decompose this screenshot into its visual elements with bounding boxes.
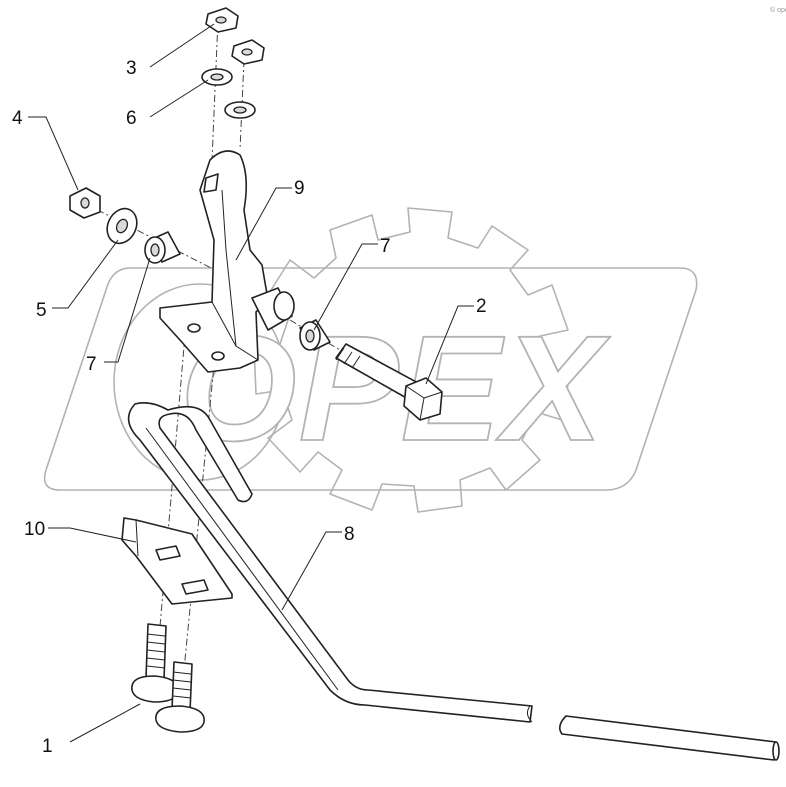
bracket-body: [159, 150, 269, 373]
center-line-right-bolt: [181, 354, 216, 691]
carriage-bolt-right-head: [155, 705, 205, 733]
carriage-bolt-right-shank: [171, 661, 193, 713]
part-8-rod: [127, 402, 780, 761]
center-line-nut-4: [83, 202, 216, 271]
plate-slot-lower: [181, 579, 209, 595]
part-1-carriage-bolts: [131, 623, 205, 733]
leader-6: [149, 79, 209, 118]
leader-8: [281, 531, 342, 611]
carriage-bolt-left-head: [131, 675, 179, 703]
watermark-ring: [113, 283, 287, 481]
bushing-left-bore: [150, 243, 160, 257]
hex-bolt-head-edge: [405, 385, 443, 421]
leader-9: [235, 187, 292, 261]
leader-2: [425, 305, 474, 385]
callout-2: 2: [476, 296, 487, 317]
assembly-center-lines: [83, 19, 341, 691]
leader-7a: [104, 257, 151, 363]
part-4-nut: [69, 187, 101, 219]
callout-9: 9: [294, 178, 305, 199]
callout-labels: 1 2 3 4 5 6 7 7 8 9 10: [12, 58, 487, 757]
callout-1: 1: [42, 736, 53, 757]
callout-3: 3: [126, 58, 137, 79]
part-3-nuts: [205, 7, 265, 65]
rod-body: [127, 402, 533, 723]
leader-7b: [313, 243, 378, 331]
callout-10: 10: [24, 519, 45, 540]
nut-3-second-bore: [241, 48, 253, 56]
nut-4-bore: [80, 197, 90, 209]
rod-end-section: [558, 715, 777, 761]
corner-mark: © opex: [770, 6, 786, 14]
bracket-slot: [203, 173, 219, 193]
center-line-bolt-2: [289, 319, 341, 351]
nut-3-top-bore: [215, 16, 227, 24]
plate-slot-upper: [155, 545, 181, 561]
leader-1: [69, 703, 141, 743]
leader-4: [28, 116, 79, 191]
bracket-edge: [221, 189, 237, 347]
callout-5: 5: [36, 300, 47, 321]
center-line-nut-3: [211, 19, 219, 161]
callout-6: 6: [126, 108, 137, 129]
part-7-bushings: [144, 231, 331, 351]
callout-7a: 7: [86, 354, 97, 375]
part-2-hex-bolt: [335, 343, 443, 421]
rod-inner-edge: [145, 427, 339, 691]
carriage-bolt-right-thread: [172, 671, 192, 699]
leader-3: [149, 23, 215, 68]
leader-10: [48, 527, 137, 543]
washer-5-bore: [115, 218, 129, 234]
hex-bolt-head: [403, 377, 443, 421]
callout-4: 4: [12, 108, 23, 129]
washer-6-lower-bore: [233, 106, 247, 114]
hex-bolt-thread: [335, 347, 361, 369]
watermark-slab: [43, 267, 698, 491]
part-10-plate: [121, 517, 233, 605]
bracket-hole-lower: [211, 351, 225, 361]
callout-7b: 7: [380, 236, 391, 257]
carriage-bolt-left-thread: [146, 633, 166, 669]
rod-break-left: [526, 705, 533, 723]
bracket-sleeve-end: [273, 291, 295, 321]
leader-5: [52, 239, 119, 309]
part-6-washers: [201, 68, 256, 119]
rod-end-cap: [772, 741, 780, 761]
bracket-hole-upper: [187, 323, 201, 333]
plate-fold: [123, 517, 139, 557]
part-9-bracket: [159, 150, 295, 373]
bushing-right-bore: [305, 329, 315, 343]
part-5-washer: [106, 207, 138, 245]
callout-8: 8: [344, 524, 355, 545]
leader-lines: [28, 23, 474, 743]
washer-6-upper-bore: [210, 73, 224, 81]
